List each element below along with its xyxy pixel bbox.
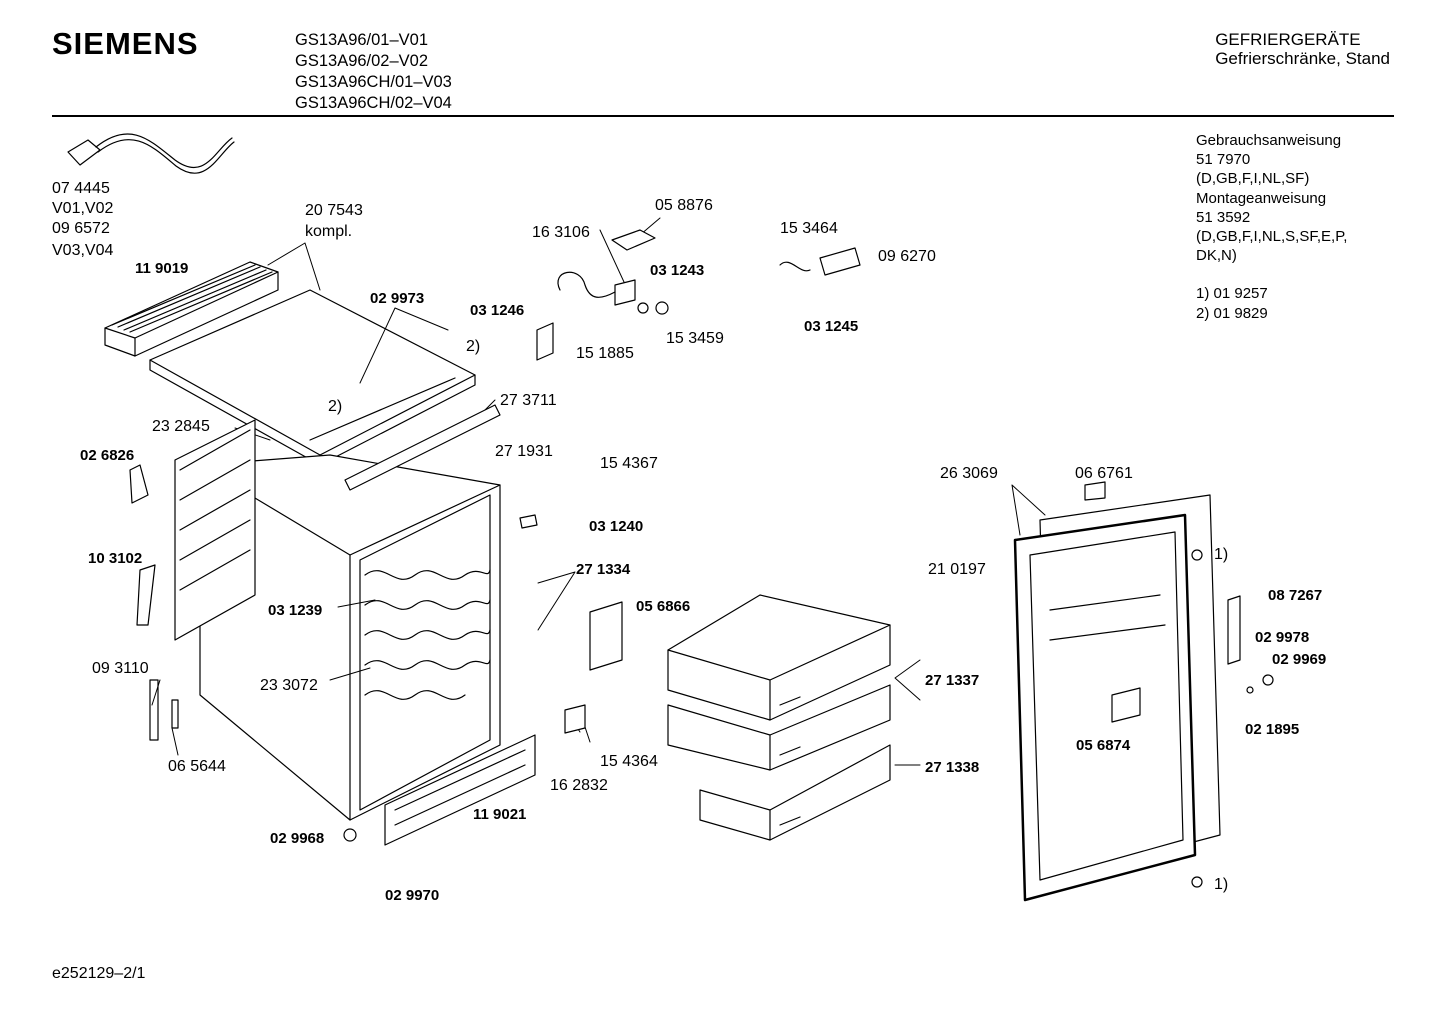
category-subtitle: Gefrierschränke, Stand [1215,49,1390,68]
part-label: 06 5644 [168,758,226,775]
part-label: 09 6572 [52,220,110,237]
footnote-marker: 1) [1214,546,1229,563]
model-line: GS13A96/01–V01 [295,31,429,49]
part-label: 15 4367 [600,455,658,472]
part-label: 03 1243 [650,262,705,279]
part-label: 27 1337 [925,672,980,689]
part-label: 03 1246 [470,302,525,319]
part-label: 21 0197 [928,561,986,578]
part-label: 15 4364 [600,753,658,770]
part-label: 15 3464 [780,220,838,237]
part-label: 05 8876 [655,197,713,214]
part-label: 05 6874 [1076,737,1131,754]
note-line: DK,N) [1196,247,1237,265]
part-label: 27 1334 [576,561,631,578]
part-label: 16 2832 [550,777,608,794]
part-label: V03,V04 [52,242,114,259]
part-label: 26 3069 [940,465,998,482]
document-id: e252129–2/1 [52,965,146,982]
part-label: 23 2845 [152,418,210,435]
note-line: 51 7970 [1196,151,1251,169]
part-label: 09 6270 [878,248,936,265]
note-line: (D,GB,F,I,NL,S,SF,E,P, [1196,228,1348,246]
cabinet-body-drawing [174,419,501,821]
part-label: 15 3459 [666,330,724,347]
part-label: 20 7543 [305,202,363,219]
part-label: kompl. [305,223,353,240]
note-line: 1) 01 9257 [1196,285,1268,303]
drawers-drawing [667,594,891,841]
footnote-marker: 1) [1214,876,1229,893]
part-label: 11 9019 [135,260,189,277]
part-label: 02 9973 [370,290,425,307]
part-label: 03 1240 [589,518,644,535]
power-cord-drawing [67,133,235,174]
model-list: GS13A96/01–V01 GS13A96/02–V02 GS13A96CH/… [295,30,452,114]
top-frame-drawing [104,261,279,357]
part-label: 02 9968 [270,830,325,847]
documentation-notes: Gebrauchsanweisung 51 7970 (D,GB,F,I,NL,… [1196,131,1347,323]
part-label: 07 4445 [52,180,110,197]
model-line: GS13A96CH/01–V03 [295,73,452,91]
part-label: 08 7267 [1268,587,1323,604]
category-block: GEFRIERGERÄTE Gefrierschränke, Stand [1215,30,1390,68]
note-line: (D,GB,F,I,NL,SF) [1196,170,1310,188]
part-label: 27 1338 [925,759,980,776]
part-label: 23 3072 [260,677,318,694]
small-parts-drawing [129,229,861,846]
part-label: 02 9969 [1272,651,1327,668]
part-label: 15 1885 [576,345,634,362]
part-label: 02 1895 [1245,721,1300,738]
part-label: 16 3106 [532,224,590,241]
part-label: V01,V02 [52,200,114,217]
category-title: GEFRIERGERÄTE [1215,30,1361,49]
note-line: Montageanweisung [1196,189,1327,207]
model-line: GS13A96/02–V02 [295,52,429,70]
part-label: 03 1239 [268,602,323,619]
door-drawing [1013,481,1274,902]
footnote-marker: 2) [466,338,481,355]
footnote-marker: 2) [328,398,343,415]
part-label: 05 6866 [636,598,691,615]
part-label: 02 9978 [1255,629,1310,646]
part-label: 11 9021 [473,806,527,823]
part-label: 10 3102 [88,550,143,567]
note-line: 2) 01 9829 [1196,304,1268,322]
note-line: 51 3592 [1196,208,1251,226]
header-divider [52,115,1394,117]
part-label: 02 6826 [80,447,135,464]
brand-logo: SIEMENS [52,26,199,61]
model-line: GS13A96CH/02–V04 [295,94,452,112]
part-label: 06 6761 [1075,465,1133,482]
part-label: 27 1931 [495,443,553,460]
part-label: 03 1245 [804,318,859,335]
note-line: Gebrauchsanweisung [1196,132,1342,149]
part-label: 02 9970 [385,887,440,904]
part-label: 27 3711 [500,392,557,409]
part-label: 09 3110 [92,660,149,677]
